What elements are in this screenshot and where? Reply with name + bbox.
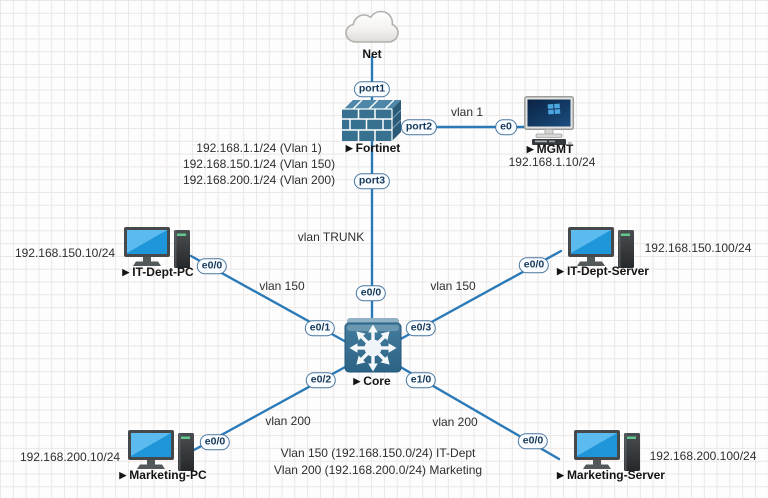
node-label-text: Net — [362, 47, 382, 61]
node-core[interactable] — [344, 317, 402, 380]
link-label-vlan-1[interactable]: vlan 1 — [450, 105, 484, 119]
port-badge-it-dept-pc-e0-0[interactable]: e0/0 — [196, 258, 228, 274]
link-label-vlan-200-right[interactable]: vlan 200 — [432, 415, 478, 429]
link-label-vlan-150-right[interactable]: vlan 150 — [430, 279, 476, 293]
legend-line-it-dept: Vlan 150 (192.168.150.0/24) IT-Dept — [280, 446, 476, 460]
ip-annotation-it-dept-pc[interactable]: 192.168.150.10/24 — [14, 246, 116, 260]
node-net[interactable] — [344, 10, 400, 53]
node-label-text: Marketing-PC — [129, 468, 207, 482]
port-badge-it-dept-server-e0-0[interactable]: e0/0 — [518, 257, 550, 273]
running-icon: ▶ — [345, 143, 353, 153]
port-badge-core-e1-0[interactable]: e1/0 — [405, 372, 437, 388]
node-label-text: MGMT — [536, 142, 574, 156]
link-label-vlan-trunk[interactable]: vlan TRUNK — [297, 230, 365, 244]
port-badge-mgmt-e0[interactable]: e0 — [495, 119, 517, 135]
running-icon: ▶ — [122, 267, 130, 277]
legend-line-marketing: Vlan 200 (192.168.200.0/24) Marketing — [273, 463, 483, 477]
running-icon: ▶ — [119, 470, 127, 480]
node-label-marketing-server[interactable]: ▶ Marketing-Server — [557, 468, 665, 482]
node-label-marketing-pc[interactable]: ▶ Marketing-PC — [119, 468, 206, 482]
port-badge-fortinet-port2[interactable]: port2 — [400, 119, 438, 135]
node-label-text: Fortinet — [355, 141, 401, 155]
node-label-net[interactable]: Net — [362, 47, 381, 61]
firewall-icon — [342, 99, 402, 141]
node-label-mgmt[interactable]: ▶ MGMT — [527, 142, 574, 156]
node-label-text: Core — [363, 374, 391, 388]
node-mgmt[interactable] — [524, 96, 576, 155]
windows-pc-icon — [524, 96, 575, 145]
node-label-it-dept-server[interactable]: ▶ IT-Dept-Server — [557, 264, 649, 278]
fortinet-ip-line-vlan150: 192.168.150.1/24 (Vlan 150) — [182, 157, 336, 171]
ip-annotation-marketing-server[interactable]: 192.168.200.100/24 — [649, 449, 757, 463]
port-badge-core-e0-0[interactable]: e0/0 — [355, 285, 387, 301]
port-badge-fortinet-port3[interactable]: port3 — [353, 173, 391, 189]
vlan-legend-annotation[interactable]: Vlan 150 (192.168.150.0/24) IT-Dept Vlan… — [274, 445, 482, 479]
fortinet-ip-line-vlan200: 192.168.200.1/24 (Vlan 200) — [182, 173, 336, 187]
port-badge-marketing-server-e0-0[interactable]: e0/0 — [517, 433, 549, 449]
link-label-vlan-150-left[interactable]: vlan 150 — [259, 279, 305, 293]
port-badge-core-e0-1[interactable]: e0/1 — [304, 320, 336, 336]
running-icon: ▶ — [526, 144, 534, 154]
node-label-it-dept-pc[interactable]: ▶ IT-Dept-PC — [122, 265, 193, 279]
ip-annotation-marketing-pc[interactable]: 192.168.200.10/24 — [19, 450, 121, 464]
port-badge-core-e0-2[interactable]: e0/2 — [305, 372, 337, 388]
ip-annotation-it-dept-server[interactable]: 192.168.150.100/24 — [644, 241, 752, 255]
node-label-text: IT-Dept-Server — [566, 264, 649, 278]
running-icon: ▶ — [353, 376, 361, 386]
port-badge-marketing-pc-e0-0[interactable]: e0/0 — [199, 434, 231, 450]
fortinet-ip-line-vlan1: 192.168.1.1/24 (Vlan 1) — [196, 141, 322, 155]
running-icon: ▶ — [557, 266, 564, 276]
multilayer-switch-icon — [344, 318, 402, 373]
cloud-icon — [345, 10, 399, 43]
node-label-text: Marketing-Server — [566, 468, 665, 482]
ip-annotation-mgmt[interactable]: 192.168.1.10/24 — [508, 155, 596, 169]
running-icon: ▶ — [557, 470, 564, 480]
port-badge-fortinet-port1[interactable]: port1 — [353, 81, 391, 97]
node-label-fortinet[interactable]: ▶ Fortinet — [346, 141, 401, 155]
node-label-core[interactable]: ▶ Core — [353, 374, 390, 388]
node-label-text: IT-Dept-PC — [132, 265, 194, 279]
port-badge-core-e0-3[interactable]: e0/3 — [405, 320, 437, 336]
node-fortinet[interactable] — [340, 97, 402, 149]
fortinet-ip-annotation-block[interactable]: 192.168.1.1/24 (Vlan 1) 192.168.150.1/24… — [183, 140, 335, 188]
link-label-vlan-200-left[interactable]: vlan 200 — [265, 414, 311, 428]
